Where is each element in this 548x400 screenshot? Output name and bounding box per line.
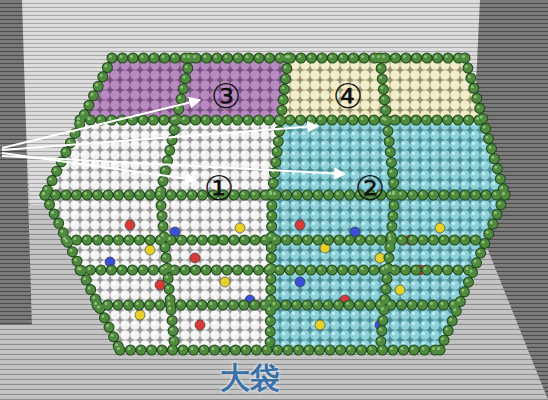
leader-arrow [2, 156, 345, 174]
callout-number: ① [204, 171, 234, 205]
callout-number: ③ [211, 79, 241, 113]
leader-arrow [2, 100, 200, 148]
object-name: 大袋 [220, 363, 280, 393]
callout-number: ④ [333, 79, 363, 113]
callout-number: ② [355, 171, 385, 205]
leader-arrow [2, 126, 318, 150]
